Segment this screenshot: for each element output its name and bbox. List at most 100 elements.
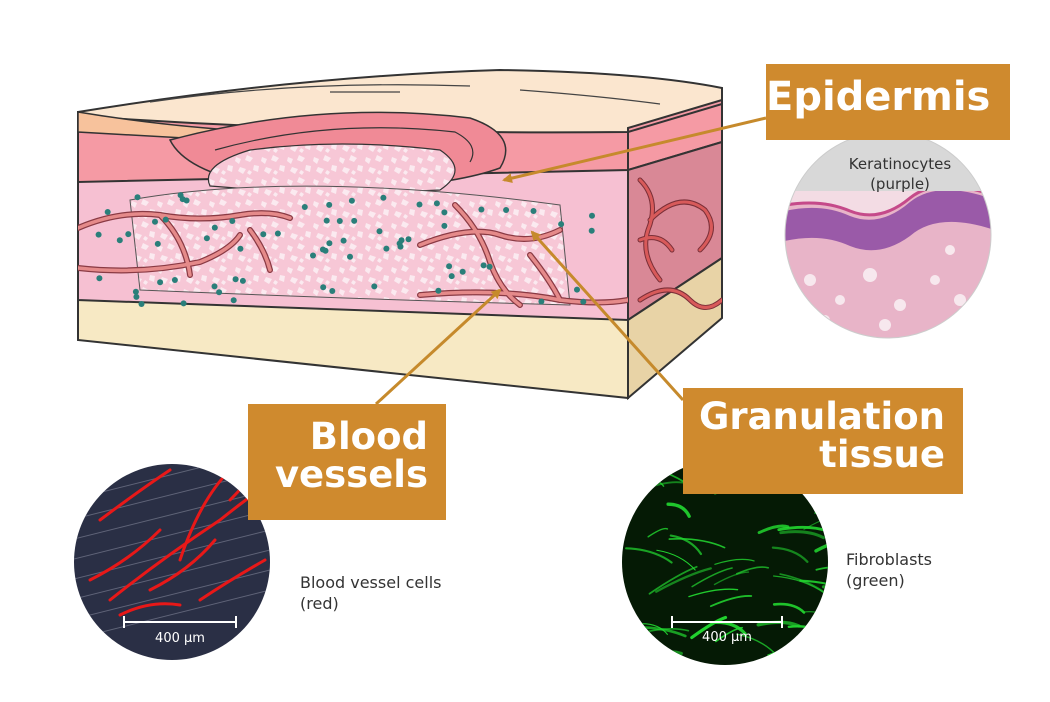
fibroblast-strand [799, 579, 828, 596]
fibroblast-strand [757, 524, 790, 535]
cell-dot [211, 283, 218, 290]
cell-dot [154, 240, 161, 247]
fibroblast-strand [666, 502, 691, 518]
cell-dot [351, 217, 358, 224]
fibroblast-strand [814, 540, 828, 553]
fibroblast-strand [779, 530, 825, 540]
fibroblast-strand [655, 567, 712, 593]
cell-dot [152, 218, 158, 225]
blood-vessel-cells-caption: Blood vessel cells (red) [300, 573, 441, 615]
fibroblasts-caption-line-2: (green) [846, 570, 905, 590]
blood-vessel-micrograph: 400 µm [74, 464, 270, 660]
cell-dot [216, 289, 223, 296]
cell-dot [538, 298, 545, 305]
cell-dot [397, 243, 404, 250]
cell-dot [435, 287, 442, 294]
cell-dot [157, 279, 164, 286]
epidermis-arrow [502, 116, 767, 184]
blood-caption-line-2: (red) [300, 593, 339, 613]
cell-dot [340, 237, 347, 244]
cell-dot [211, 224, 218, 231]
cell-dot [237, 245, 244, 252]
cell-dot [347, 253, 353, 260]
fibroblast-strand [647, 527, 669, 538]
cell-dot [229, 218, 236, 224]
fibroblast-strand [691, 567, 733, 588]
epidermis-label: Epidermis [766, 64, 1010, 140]
cell-dot [446, 263, 453, 270]
blood-vessels-label-line-2: vessels [274, 452, 428, 496]
fibroblast-strand [814, 511, 828, 520]
cell-dot [580, 298, 587, 305]
fibroblasts-caption: Fibroblasts (green) [846, 550, 932, 592]
cell-dot [203, 235, 210, 242]
cell-dot [323, 217, 330, 224]
cell-dot [371, 283, 378, 290]
cell-dot [383, 245, 390, 252]
epidermis-label-text: Epidermis [766, 74, 991, 120]
cell-dot [260, 231, 267, 238]
cell-dot [232, 276, 239, 283]
fibroblast-strand [668, 538, 726, 549]
cell-dot [326, 201, 333, 208]
cell-dot [104, 209, 111, 215]
keratinocytes-caption-line-1: Keratinocytes [848, 155, 952, 173]
pointer-arrows [374, 116, 767, 406]
fibroblast-strand [669, 534, 703, 556]
granulation-tissue-label: Granulation tissue [683, 388, 963, 494]
cell-dot [380, 194, 387, 201]
blood-caption-line-1: Blood vessel cells [300, 573, 442, 592]
cell-dot [132, 288, 139, 295]
keratinocytes-caption: Keratinocytes (purple) [810, 155, 990, 194]
cell-dot [95, 231, 102, 238]
cell-dot [486, 263, 493, 270]
fibroblast-strand [773, 575, 826, 594]
fibroblast-strand [625, 547, 673, 564]
wound-bed [207, 143, 456, 193]
cell-dot [310, 252, 316, 259]
blood-scale-bar-label: 400 µm [155, 631, 205, 646]
cell-dot [319, 246, 326, 253]
granulation-label-line-2: tissue [819, 432, 945, 476]
cell-dot [239, 277, 246, 284]
fibroblast-strand [639, 459, 668, 464]
cell-dot [441, 209, 448, 216]
cell-dot [326, 240, 333, 247]
cell-dot [177, 192, 184, 199]
cell-dot [180, 300, 187, 307]
keratinocytes-micrograph [784, 131, 992, 339]
cell-dot [134, 194, 141, 201]
fibroblast-strand [690, 615, 728, 640]
cell-dot [503, 207, 510, 213]
fibroblast-strand [811, 634, 828, 653]
fibroblast-strand [714, 626, 744, 643]
cell-dot [558, 221, 565, 228]
cell-dot [301, 204, 308, 210]
fibroblast-strand [815, 566, 828, 573]
cell-dot [96, 275, 103, 282]
cell-dot [336, 218, 343, 224]
fibroblast-strand [643, 650, 683, 659]
fibroblast-strand [639, 623, 668, 635]
skin-block [77, 68, 723, 401]
granulation-scale-bar-label: 400 µm [702, 630, 752, 645]
cell-dot [348, 197, 355, 204]
skin-side-face [627, 88, 723, 401]
cell-dot [574, 286, 580, 293]
cell-dot [588, 227, 595, 234]
cell-dot [171, 277, 178, 283]
fibroblast-strand [648, 655, 696, 665]
cell-dot [433, 200, 440, 207]
cell-dot [162, 216, 169, 223]
fibroblast-strand [656, 549, 696, 571]
cell-dot [448, 273, 455, 280]
fibroblast-strand [713, 571, 750, 586]
blood-vessels-arrow [374, 288, 502, 406]
fibroblast-strand [735, 566, 770, 575]
fibroblast-strand [688, 588, 739, 598]
granulation-arrow [530, 230, 685, 402]
keratinocytes-caption-line-2: (purple) [870, 174, 930, 193]
fibroblast-strand [709, 595, 753, 608]
cell-dot [116, 237, 123, 244]
cell-dot [478, 206, 485, 213]
